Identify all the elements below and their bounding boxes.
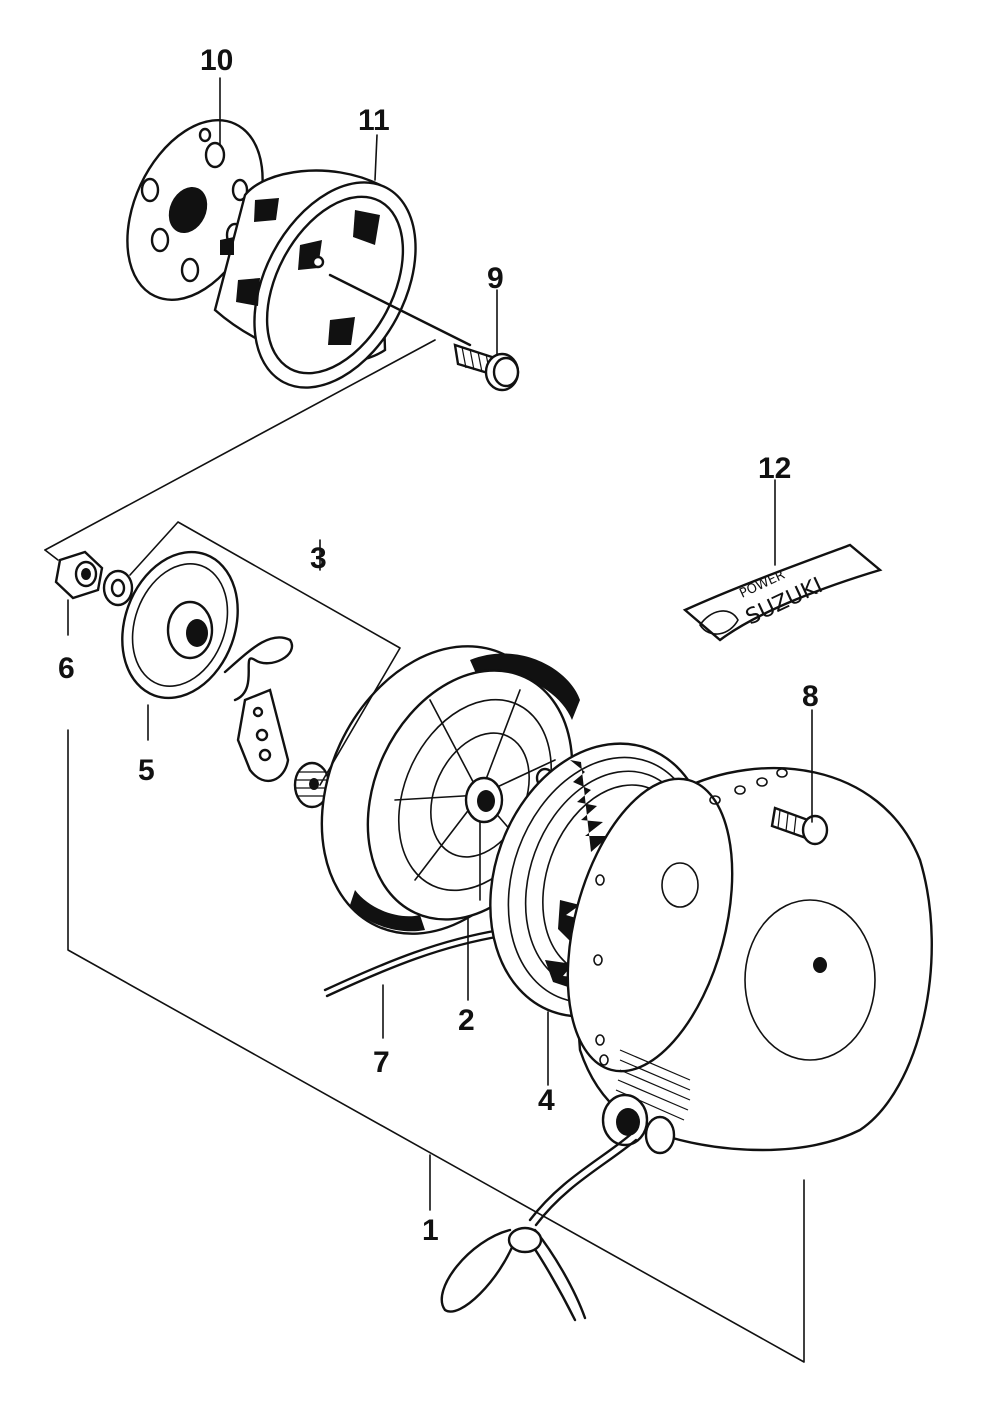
callout-5: 5 bbox=[138, 754, 155, 787]
part-10-perforated-plate bbox=[126, 119, 264, 301]
callout-9: 9 bbox=[487, 262, 504, 295]
callout-4: 4 bbox=[538, 1084, 555, 1117]
part-12-decal: POWER SUZUKI bbox=[682, 543, 883, 642]
part-6-nut bbox=[54, 550, 104, 600]
callout-3: 3 bbox=[310, 542, 327, 575]
part-3-ratchet-assembly bbox=[223, 636, 331, 809]
callout-2: 2 bbox=[458, 1004, 475, 1037]
callout-1: 1 bbox=[422, 1214, 439, 1247]
washer bbox=[102, 569, 134, 607]
callout-7: 7 bbox=[373, 1046, 390, 1079]
part-7-rope bbox=[323, 928, 504, 998]
callout-11: 11 bbox=[358, 104, 390, 137]
starter-handle-rope bbox=[440, 1133, 638, 1322]
part-5-ratchet-guide bbox=[121, 550, 239, 700]
callout-12: 12 bbox=[758, 452, 791, 485]
callout-10: 10 bbox=[200, 44, 233, 77]
starter-housing bbox=[566, 766, 933, 1155]
part-9-bolt bbox=[328, 273, 520, 392]
callout-6: 6 bbox=[58, 652, 75, 685]
callout-8: 8 bbox=[802, 680, 819, 713]
leader-lines bbox=[44, 77, 813, 1363]
part-11-starter-cup bbox=[213, 169, 417, 389]
part-8-screw bbox=[770, 806, 829, 846]
